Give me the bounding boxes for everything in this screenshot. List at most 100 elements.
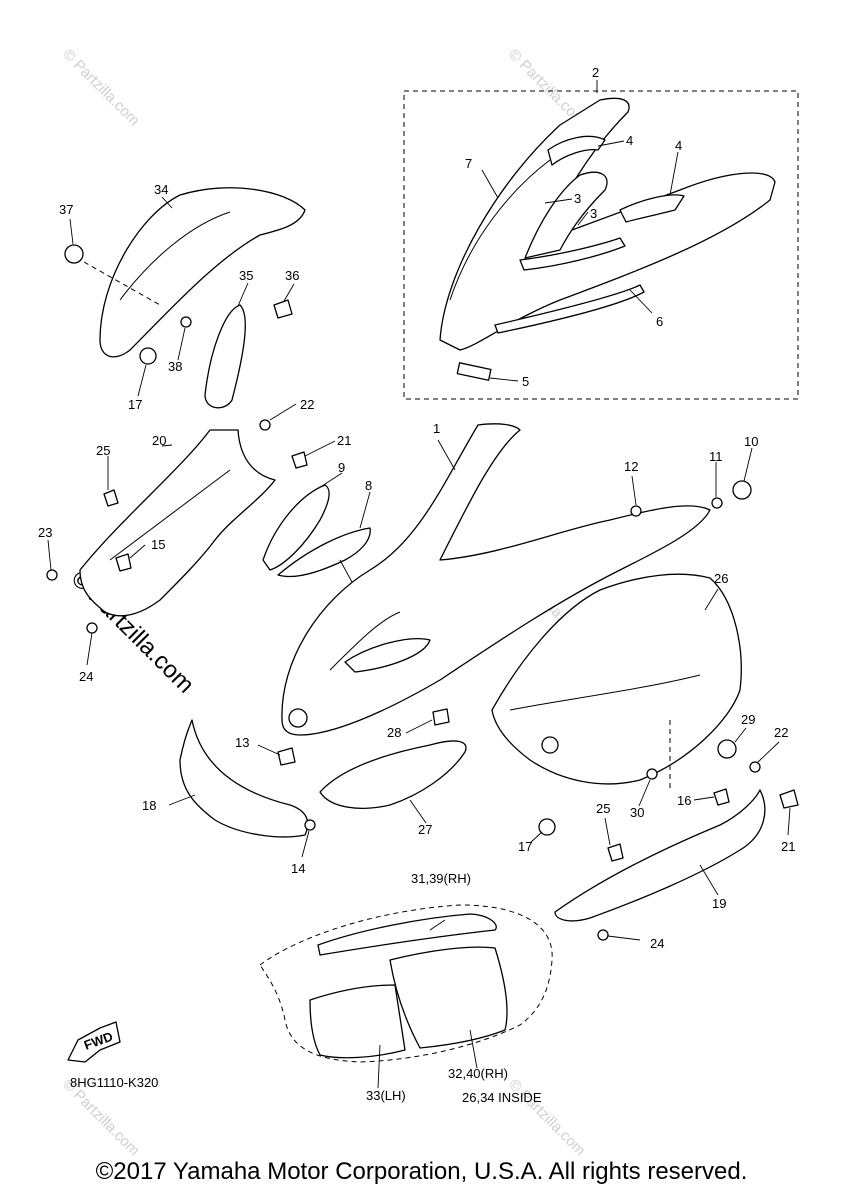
callout-12: 12 [624, 459, 638, 474]
leader-21b [787, 807, 791, 836]
callout-36: 36 [285, 268, 299, 283]
callout-26: 26 [714, 571, 728, 586]
callout-28: 28 [387, 725, 401, 740]
callout-9: 9 [338, 460, 345, 475]
front-cover-vent [344, 638, 431, 673]
leader-17a [137, 364, 147, 397]
leader-29 [734, 727, 747, 743]
lower-panel-group-18 [168, 719, 316, 858]
washer-part-30 [646, 768, 658, 780]
copyright-notice: ©2017 Yamaha Motor Corporation, U.S.A. A… [95, 1158, 748, 1185]
callout-14: 14 [291, 861, 305, 876]
upper-cover-line [449, 159, 551, 301]
note-33-lh: 33(LH) [366, 1088, 406, 1103]
callout-17a: 17 [128, 397, 142, 412]
side-panel-group-20 [46, 403, 336, 666]
leader-18 [168, 794, 196, 806]
callout-30: 30 [630, 805, 644, 820]
bolt-part-22b [749, 761, 761, 773]
leader-35 [237, 282, 249, 307]
leader-6 [629, 289, 653, 314]
leader-9 [321, 472, 343, 487]
note-31-39-rh: 31,39(RH) [411, 871, 471, 886]
fastener-axis [83, 261, 161, 306]
callout-25b: 25 [596, 801, 610, 816]
leader-5 [489, 377, 519, 382]
callout-13: 13 [235, 735, 249, 750]
callout-38: 38 [168, 359, 182, 374]
clip-part-36 [273, 299, 293, 319]
inner-panel-line [509, 674, 701, 711]
clip-part-13 [277, 747, 296, 766]
callout-34: 34 [154, 182, 168, 197]
callout-20: 20 [152, 433, 166, 448]
inner-panel-group-26 [491, 573, 747, 844]
callout-labels: 2 4 4 7 3 3 6 5 34 37 35 36 38 17 22 1 2… [38, 65, 795, 951]
leader-22a [269, 403, 297, 421]
leader-28 [405, 719, 433, 734]
decal-part-3b [519, 237, 626, 271]
fwd-arrow-icon [67, 1021, 121, 1063]
inner-panel-hole [541, 736, 559, 754]
watermark-text: © Partzilla.com [505, 1076, 588, 1159]
decal-33-lh [309, 984, 406, 1059]
callout-22b: 22 [774, 725, 788, 740]
callout-8: 8 [365, 478, 372, 493]
grille-part-9 [262, 484, 330, 571]
leader-26 [704, 588, 719, 611]
lower-panel-part-19 [554, 789, 766, 922]
leader-16 [693, 796, 715, 801]
note-26-34-inside: 26,34 INSIDE [462, 1090, 542, 1105]
leader-3a [544, 198, 573, 204]
leader-31-39 [429, 919, 446, 931]
callout-29: 29 [741, 712, 755, 727]
callout-16: 16 [677, 793, 691, 808]
fwd-arrow: FWD [67, 1021, 121, 1063]
leader-22b [757, 741, 780, 763]
leader-33 [377, 1044, 381, 1089]
leader-24b [607, 935, 641, 941]
grommet-part-5 [456, 362, 492, 381]
callout-15: 15 [151, 537, 165, 552]
clip-part-16 [713, 788, 730, 806]
clip-part-25b [607, 843, 624, 862]
callout-1: 1 [433, 421, 440, 436]
grommet-part-17b [538, 818, 556, 836]
callout-25a: 25 [96, 443, 110, 458]
leader-3b [577, 211, 589, 226]
upper-cover-assembly [403, 80, 799, 400]
side-cover-part-27 [319, 740, 467, 809]
leader-12 [631, 475, 637, 506]
leader-34 [161, 196, 173, 209]
screw-part-37 [64, 244, 84, 264]
diagram-code: 8HG1110-K320 [70, 1075, 158, 1090]
bolt-part-24a [86, 622, 98, 634]
leader-14 [301, 830, 310, 858]
leader-38 [177, 327, 186, 361]
callout-5: 5 [522, 374, 529, 389]
clip-part-28 [432, 708, 450, 726]
callout-24a: 24 [79, 669, 93, 684]
side-cover-group-27 [319, 708, 467, 824]
clip-part-15 [115, 553, 132, 572]
leader-25b [604, 817, 611, 846]
decal-stripe-31-39 [317, 913, 497, 956]
callout-10: 10 [744, 434, 758, 449]
cover-group-34 [64, 187, 306, 409]
callout-4a: 4 [626, 133, 633, 148]
callout-35: 35 [239, 268, 253, 283]
decal-outline [259, 904, 553, 1063]
lower-panel-group-19 [554, 741, 799, 941]
callout-2: 2 [592, 65, 599, 80]
bolt-part-24b [597, 929, 609, 941]
lower-panel-part-18 [179, 719, 309, 838]
clip-part-21a [291, 451, 308, 469]
washer-part-11 [711, 497, 723, 509]
bolt-part-23 [46, 569, 58, 581]
grommet-part-17a [139, 347, 157, 365]
side-panel-line [109, 469, 231, 561]
washer-part-12 [630, 505, 642, 517]
bracket-part-35 [204, 304, 246, 409]
callout-21b: 21 [781, 839, 795, 854]
leader-4a [597, 140, 625, 147]
